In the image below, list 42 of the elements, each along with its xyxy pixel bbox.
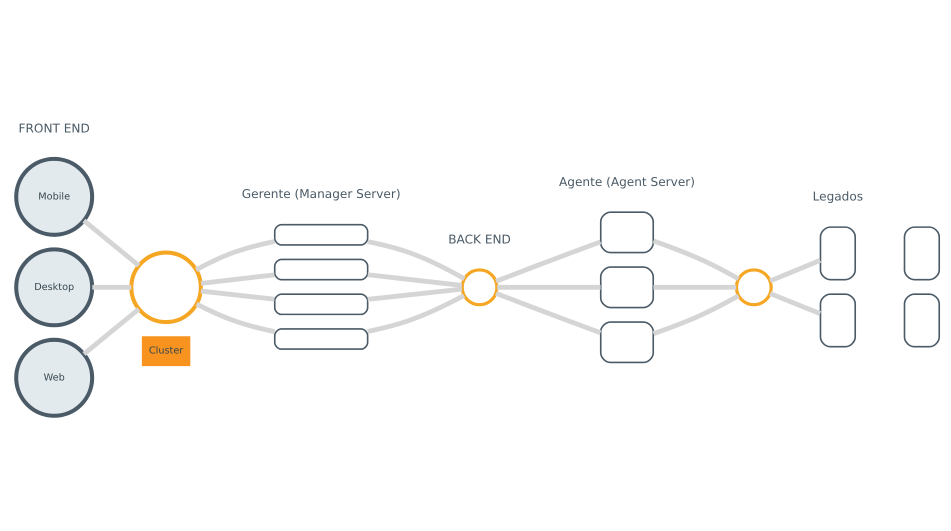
connector	[82, 218, 140, 268]
connector	[196, 302, 276, 334]
connector	[769, 291, 822, 316]
label: BACK END	[448, 232, 511, 246]
connector	[495, 240, 602, 284]
connector	[367, 239, 466, 281]
node-circle	[460, 268, 499, 306]
node-circle	[734, 268, 773, 306]
node-box	[820, 226, 856, 280]
connector	[367, 272, 462, 288]
label: Gerente (Manager Server)	[242, 187, 401, 202]
connector	[367, 293, 466, 334]
node-box	[274, 258, 368, 280]
connector	[653, 284, 736, 290]
node-box	[600, 321, 654, 364]
label: Agente (Agent Server)	[558, 174, 695, 189]
connector	[652, 238, 740, 281]
node-box	[274, 328, 368, 350]
connector	[652, 294, 740, 336]
node-box	[274, 224, 368, 246]
label: Legados	[812, 189, 864, 204]
node-box	[820, 293, 856, 348]
label: FRONT END	[18, 122, 90, 136]
connector	[200, 272, 275, 286]
node-circle	[129, 250, 203, 324]
connector	[82, 307, 140, 356]
node-circle: Web	[14, 338, 94, 418]
node-box: Cluster	[142, 336, 190, 366]
connector	[200, 288, 275, 302]
connector	[367, 286, 462, 302]
node-circle: Desktop	[14, 247, 94, 328]
connector	[495, 291, 602, 336]
node-box	[274, 293, 368, 316]
node-circle: Mobile	[14, 156, 94, 237]
node-box	[600, 266, 654, 308]
connector	[92, 284, 132, 290]
connector	[195, 239, 276, 272]
node-box	[904, 226, 940, 280]
node-box	[904, 293, 940, 348]
node-box	[600, 211, 654, 254]
connector	[769, 258, 822, 284]
connector	[497, 284, 601, 290]
